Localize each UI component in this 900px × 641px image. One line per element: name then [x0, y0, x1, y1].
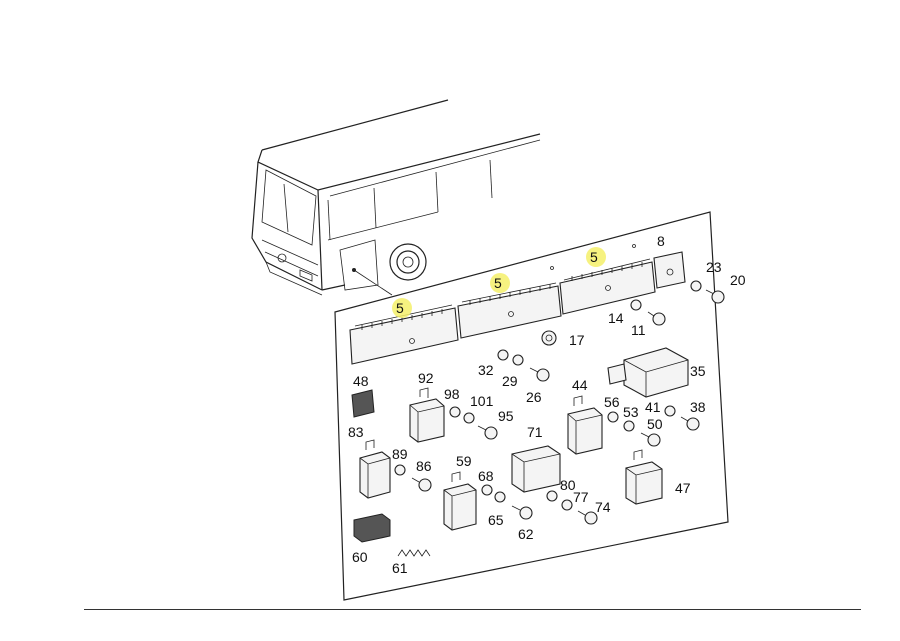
screw-62 — [511, 505, 533, 520]
callout-89[interactable]: 89 — [392, 446, 408, 462]
washer-68 — [481, 484, 493, 496]
washer-101 — [463, 412, 475, 424]
callout-44[interactable]: 44 — [572, 377, 588, 393]
terminal-block-8 — [653, 251, 686, 289]
screw-95 — [477, 425, 498, 440]
callout-98[interactable]: 98 — [444, 386, 460, 402]
callout-101[interactable]: 101 — [470, 393, 494, 409]
callout-95[interactable]: 95 — [498, 408, 514, 424]
callout-80[interactable]: 80 — [560, 477, 576, 493]
screw-38 — [680, 416, 700, 431]
washer-98 — [449, 406, 461, 418]
callout-68[interactable]: 68 — [478, 468, 494, 484]
callout-60[interactable]: 60 — [352, 549, 368, 565]
relay-47 — [625, 449, 663, 505]
callout-8[interactable]: 8 — [657, 233, 665, 249]
relay-44 — [567, 395, 603, 455]
washer-80 — [546, 490, 558, 502]
washer-77 — [561, 499, 573, 511]
component-60 — [353, 513, 391, 543]
relay-71 — [511, 445, 561, 493]
callout-53[interactable]: 53 — [623, 404, 639, 420]
callout-38[interactable]: 38 — [690, 399, 706, 415]
callout-32[interactable]: 32 — [478, 362, 494, 378]
highlight-marker — [586, 247, 606, 267]
callout-50[interactable]: 50 — [647, 416, 663, 432]
callout-86[interactable]: 86 — [416, 458, 432, 474]
fuse-box-right — [550, 244, 656, 315]
relay-35 — [607, 347, 689, 398]
callout-61[interactable]: 61 — [392, 560, 408, 576]
callout-11[interactable]: 11 — [631, 322, 646, 338]
highlight-marker — [392, 298, 412, 318]
relay-92 — [409, 387, 445, 443]
screw-20 — [705, 289, 725, 304]
footer-rule — [84, 609, 861, 610]
panel-outline — [334, 211, 729, 601]
washer-14 — [630, 299, 642, 311]
washer-56 — [607, 411, 619, 423]
callout-74[interactable]: 74 — [595, 499, 611, 515]
washer-89 — [394, 464, 406, 476]
callout-26[interactable]: 26 — [526, 389, 542, 405]
screw-86 — [411, 477, 432, 492]
callout-59[interactable]: 59 — [456, 453, 472, 469]
callout-65[interactable]: 65 — [488, 512, 504, 528]
callout-77[interactable]: 77 — [573, 489, 589, 505]
callout-14[interactable]: 14 — [608, 310, 624, 326]
fuse-box-middle — [457, 282, 562, 339]
callout-47[interactable]: 47 — [675, 480, 691, 496]
relay-83 — [359, 439, 391, 499]
callout-35[interactable]: 35 — [690, 363, 706, 379]
callout-29[interactable]: 29 — [502, 373, 518, 389]
washer-41 — [664, 405, 676, 417]
screw-74 — [577, 510, 598, 525]
callout-5-middle[interactable]: 5 — [494, 275, 502, 291]
washer-23 — [690, 280, 702, 292]
bus-illustration — [251, 99, 541, 296]
callout-5-left[interactable]: 5 — [396, 300, 404, 316]
washer-29 — [512, 354, 524, 366]
callout-41[interactable]: 41 — [645, 399, 661, 415]
callout-17[interactable]: 17 — [569, 332, 585, 348]
callout-92[interactable]: 92 — [418, 370, 434, 386]
screw-26 — [529, 367, 550, 382]
callout-62[interactable]: 62 — [518, 526, 534, 542]
washer-53 — [623, 420, 635, 432]
callout-48[interactable]: 48 — [353, 373, 369, 389]
highlight-marker — [490, 273, 510, 293]
switch-48 — [351, 389, 375, 418]
callout-20[interactable]: 20 — [730, 272, 746, 288]
washer-32 — [497, 349, 509, 361]
screw-50 — [640, 432, 661, 447]
callout-83[interactable]: 83 — [348, 424, 364, 440]
screw-11 — [647, 311, 666, 326]
callout-5-right[interactable]: 5 — [590, 249, 598, 265]
washer-65 — [494, 491, 506, 503]
callout-71[interactable]: 71 — [527, 424, 543, 440]
relay-59 — [443, 471, 477, 531]
nut-17 — [541, 330, 557, 346]
callout-23[interactable]: 23 — [706, 259, 722, 275]
callout-56[interactable]: 56 — [604, 394, 620, 410]
clip-61 — [397, 549, 431, 557]
